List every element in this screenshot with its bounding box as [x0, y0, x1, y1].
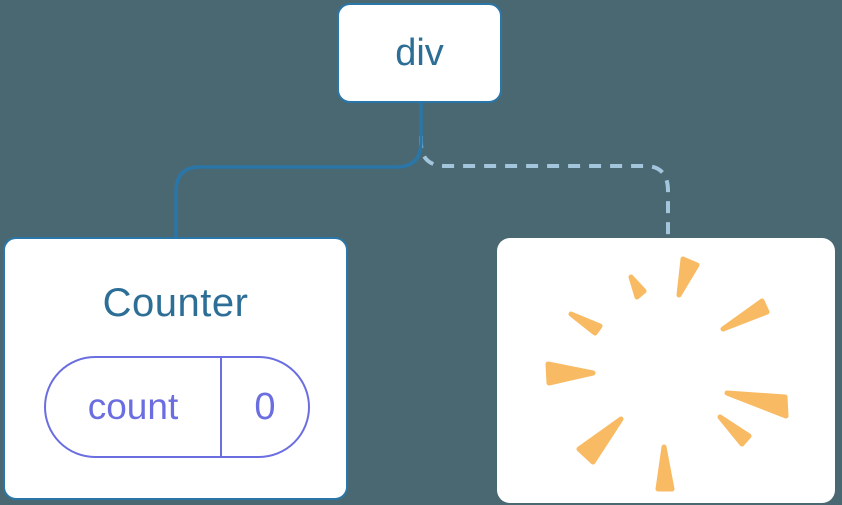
- poof-ray: [545, 361, 596, 386]
- state-value-label: 0: [254, 385, 276, 428]
- edge-dashed-to-removed-node: [419, 136, 670, 237]
- tree-node-removed: [497, 238, 835, 503]
- root-node-label: div: [395, 31, 444, 74]
- tree-node-div: div: [337, 3, 502, 103]
- poof-explosion-icon: [545, 256, 789, 492]
- poof-ray: [655, 444, 675, 492]
- poof-ray: [576, 416, 624, 465]
- edge-solid-to-counter-node: [174, 101, 423, 237]
- state-key-label: count: [87, 386, 179, 427]
- poof-ray: [724, 390, 789, 419]
- poof-ray: [676, 256, 700, 298]
- poof-ray: [628, 274, 647, 300]
- poof-ray: [720, 298, 770, 332]
- poof-ray: [568, 311, 603, 336]
- state-pill-divider: [220, 358, 222, 456]
- poof-ray: [717, 414, 752, 447]
- counter-node-label: Counter: [102, 281, 249, 325]
- state-pill: count 0: [44, 356, 310, 458]
- tree-node-counter: Counter count 0: [3, 237, 348, 500]
